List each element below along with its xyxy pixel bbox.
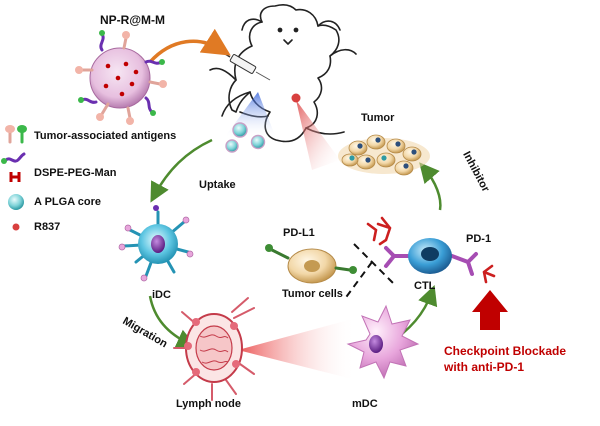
pdl1-label: PD-L1 bbox=[283, 227, 315, 239]
ctl-label: CTL bbox=[414, 280, 436, 292]
inhibitor-arrow bbox=[419, 162, 442, 211]
mdc-label: mDC bbox=[352, 398, 378, 410]
injected-particles bbox=[225, 122, 266, 153]
lymph-node-label: Lymph node bbox=[176, 398, 241, 410]
dspe-peg-man-icon bbox=[1, 152, 26, 182]
uptake-label: Uptake bbox=[199, 179, 236, 191]
idc-cell bbox=[118, 205, 194, 282]
syringe-icon bbox=[221, 51, 271, 81]
r837-icon bbox=[12, 223, 20, 231]
tumor-cells-label: Tumor cells bbox=[282, 288, 343, 300]
legend-label-r837: R837 bbox=[34, 221, 61, 233]
migration-arrow bbox=[148, 295, 197, 348]
checkpoint-blockade-arrow bbox=[472, 290, 508, 330]
tumor-beam bbox=[296, 100, 340, 170]
legend-label-plga: A PLGA core bbox=[34, 196, 102, 208]
blocking-lines bbox=[343, 243, 395, 301]
delivery-arrow bbox=[148, 28, 231, 64]
lymph-node bbox=[173, 297, 356, 401]
legend-label-dspe: DSPE-PEG-Man bbox=[34, 167, 117, 179]
mdc-cell bbox=[346, 304, 420, 380]
nanoparticle-label: NP-R@M-M bbox=[100, 13, 166, 27]
idc-label: iDC bbox=[152, 289, 171, 301]
pd1-label: PD-1 bbox=[466, 233, 492, 245]
legend-label-antigens: Tumor-associated antigens bbox=[34, 130, 177, 142]
tumor-site bbox=[291, 93, 301, 103]
legend bbox=[1, 125, 27, 231]
mouse-illustration bbox=[209, 4, 357, 143]
antigen-icon bbox=[5, 125, 27, 144]
ctl-cell bbox=[384, 238, 478, 276]
blockade-line2: with anti-PD-1 bbox=[444, 360, 524, 374]
tumor-cluster bbox=[338, 134, 430, 176]
plga-core-icon bbox=[8, 194, 24, 210]
blockade-line1: Checkpoint Blockade bbox=[444, 344, 567, 358]
anti-pd1-antibodies bbox=[366, 216, 496, 284]
uptake-arrow bbox=[150, 138, 213, 203]
tumor-label: Tumor bbox=[361, 112, 395, 124]
nanoparticle-illustration bbox=[75, 30, 167, 125]
tumor-cell-pdl1 bbox=[265, 244, 357, 284]
